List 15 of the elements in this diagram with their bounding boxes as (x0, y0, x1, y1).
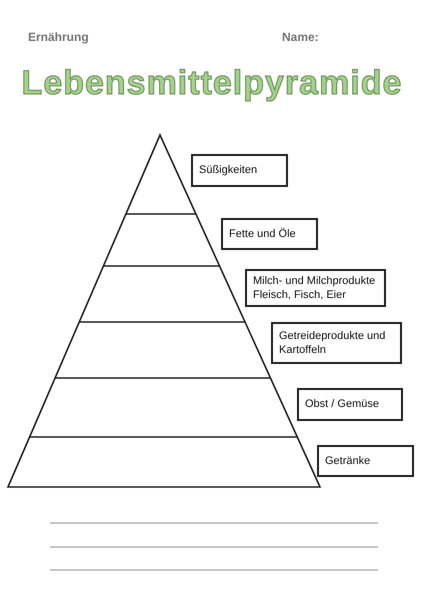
food-group-text: Obst / Gemüse (305, 397, 379, 412)
label-box (191, 154, 288, 187)
subject-label: Ernährung (28, 30, 89, 44)
label-box (221, 218, 318, 250)
food-group-text: Süßigkeiten (199, 163, 258, 178)
label-box (245, 269, 386, 307)
name-label: Name: (282, 30, 319, 44)
label-box (271, 322, 402, 364)
food-group-text: Fette und Öle (229, 226, 296, 242)
label-box (317, 445, 414, 477)
title: Lebensmittelpyramide (20, 64, 404, 103)
food-group-text: Getränke (325, 454, 370, 468)
food-group-text: Milch- und Milchprodukte Fleisch, Fisch, Eier (253, 274, 376, 302)
food-group-text: Getreideprodukte und Kartoffeln (279, 328, 386, 358)
label-box (297, 388, 403, 421)
